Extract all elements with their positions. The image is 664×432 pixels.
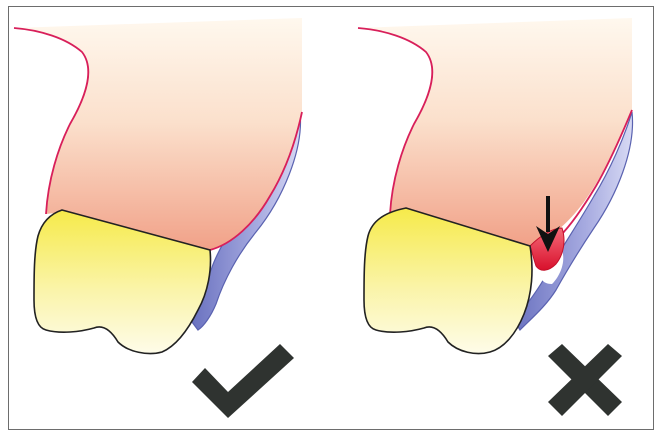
panel-right	[358, 18, 633, 416]
cross-mark-icon	[548, 344, 622, 416]
check-mark-icon	[192, 344, 294, 418]
panel-left	[14, 18, 302, 418]
